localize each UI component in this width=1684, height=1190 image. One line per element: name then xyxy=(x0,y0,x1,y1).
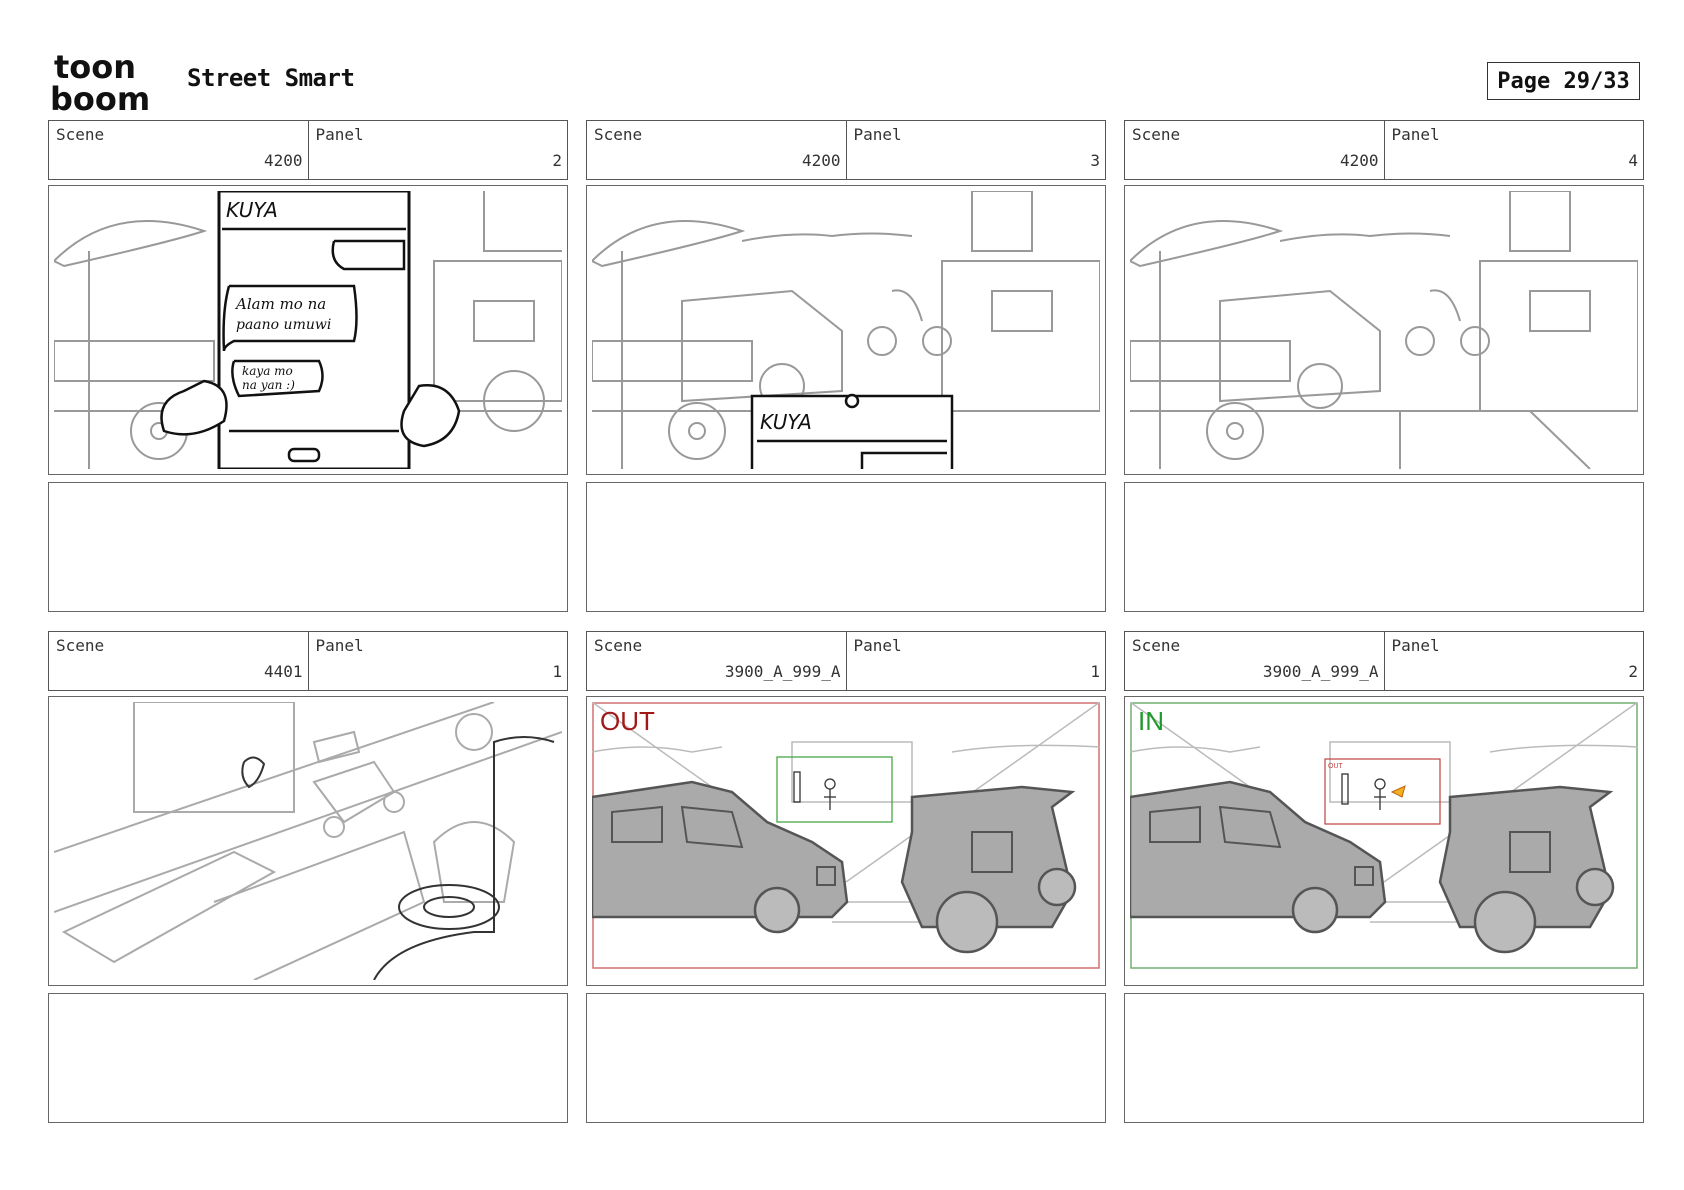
scene-number: 4200 xyxy=(801,151,841,170)
scene-number: 3900_A_999_A xyxy=(1262,662,1379,681)
panel-cell: Panel 2 xyxy=(307,121,568,179)
phone-contact-name: KUYA xyxy=(760,410,812,434)
scene-number: 4200 xyxy=(263,151,303,170)
panel-notes xyxy=(48,993,568,1123)
panel-notes xyxy=(1124,993,1644,1123)
panel-image xyxy=(48,696,568,986)
panel-label: Panel xyxy=(853,636,902,655)
camera-in-label: IN xyxy=(1138,706,1164,736)
panel-label: Panel xyxy=(1391,125,1440,144)
small-frame-label: OUT xyxy=(1328,763,1344,770)
panel-header: Scene 3900_A_999_A Panel 1 xyxy=(586,631,1106,691)
scene-cell: Scene 4200 xyxy=(587,121,846,179)
panel-number: 1 xyxy=(552,662,562,681)
sketch-drawing xyxy=(1130,191,1638,469)
panel-image xyxy=(1124,185,1644,475)
panel-label: Panel xyxy=(315,636,364,655)
panel-header: Scene 4200 Panel 3 xyxy=(586,120,1106,180)
panel-image: KUYA xyxy=(586,185,1106,475)
scene-label: Scene xyxy=(56,636,105,655)
phone-contact-name: KUYA xyxy=(226,198,278,222)
panel-number: 3 xyxy=(1090,151,1100,170)
panel-notes xyxy=(586,993,1106,1123)
logo-text-bottom: boom xyxy=(50,80,150,114)
toonboom-logo: toon boom xyxy=(50,48,166,118)
document-title: Street Smart xyxy=(187,64,355,92)
panel-cell: Panel 4 xyxy=(1383,121,1644,179)
panel-header: Scene 3900_A_999_A Panel 2 xyxy=(1124,631,1644,691)
panel-image: OUT IN xyxy=(1124,696,1644,986)
sketch-drawing: KUYA Alam mo na paano umuwi kaya mo na y… xyxy=(54,191,562,469)
page-indicator: Page 29/33 xyxy=(1487,62,1640,100)
text-bubble-line: Alam mo na xyxy=(234,295,326,313)
scene-label: Scene xyxy=(56,125,105,144)
panel-notes xyxy=(48,482,568,612)
panel-cell: Panel 3 xyxy=(845,121,1106,179)
panel-cell: Panel 1 xyxy=(845,632,1106,690)
panel-label: Panel xyxy=(1391,636,1440,655)
text-bubble-line: paano umuwi xyxy=(236,317,331,333)
panel-image: OUT xyxy=(586,696,1106,986)
panel-number: 1 xyxy=(1090,662,1100,681)
sketch-drawing xyxy=(54,702,562,980)
camera-out-label: OUT xyxy=(600,706,655,736)
panel-header: Scene 4200 Panel 2 xyxy=(48,120,568,180)
panel-label: Panel xyxy=(315,125,364,144)
scene-label: Scene xyxy=(594,636,643,655)
sketch-drawing: OUT xyxy=(592,702,1100,969)
scene-number: 4401 xyxy=(263,662,303,681)
panel-notes xyxy=(1124,482,1644,612)
scene-cell: Scene 4401 xyxy=(49,632,308,690)
text-bubble-line: kaya mo xyxy=(242,364,293,378)
sketch-drawing: OUT IN xyxy=(1130,702,1638,969)
text-bubble-line: na yan :) xyxy=(242,378,295,392)
scene-label: Scene xyxy=(1132,636,1181,655)
scene-cell: Scene 3900_A_999_A xyxy=(1125,632,1384,690)
panel-header: Scene 4401 Panel 1 xyxy=(48,631,568,691)
panel-cell: Panel 1 xyxy=(307,632,568,690)
sketch-drawing: KUYA xyxy=(592,191,1100,469)
panel-number: 4 xyxy=(1628,151,1638,170)
scene-number: 4200 xyxy=(1339,151,1379,170)
panel-number: 2 xyxy=(552,151,562,170)
panel-label: Panel xyxy=(853,125,902,144)
panel-image: KUYA Alam mo na paano umuwi kaya mo na y… xyxy=(48,185,568,475)
panel-notes xyxy=(586,482,1106,612)
panel-cell: Panel 2 xyxy=(1383,632,1644,690)
scene-cell: Scene 4200 xyxy=(1125,121,1384,179)
scene-label: Scene xyxy=(594,125,643,144)
scene-cell: Scene 4200 xyxy=(49,121,308,179)
scene-label: Scene xyxy=(1132,125,1181,144)
scene-number: 3900_A_999_A xyxy=(724,662,841,681)
logo-text-top: toon xyxy=(54,50,136,86)
panel-header: Scene 4200 Panel 4 xyxy=(1124,120,1644,180)
panel-number: 2 xyxy=(1628,662,1638,681)
scene-cell: Scene 3900_A_999_A xyxy=(587,632,846,690)
